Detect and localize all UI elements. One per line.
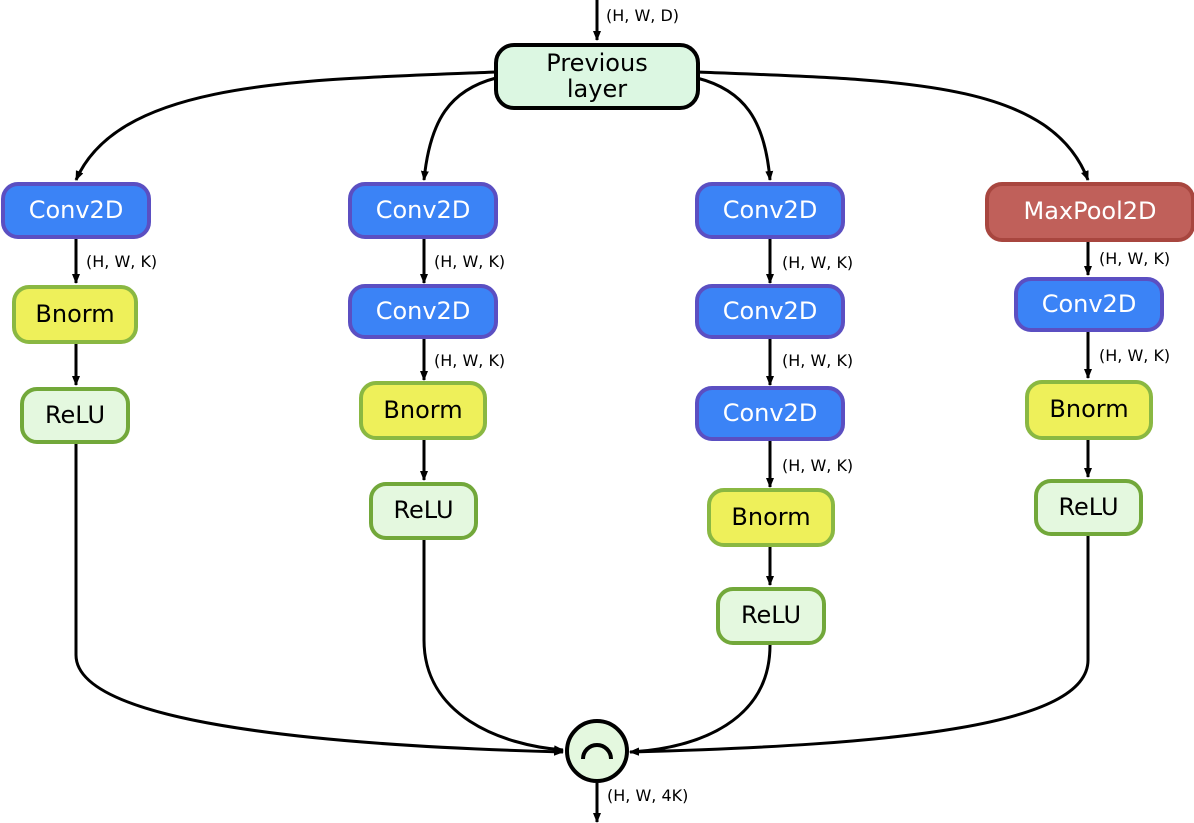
edge-prev-branch2 xyxy=(420,76,497,181)
branch3-shape-label-1: (H, W, K) xyxy=(782,253,854,272)
branch3-relu-node: ReLU xyxy=(716,587,826,645)
branch4-relu-node: ReLU xyxy=(1034,479,1143,536)
edge-prev-branch4 xyxy=(696,70,1090,181)
branch4-maxpool2d-node: MaxPool2D xyxy=(985,182,1194,242)
branch4-bnorm-node: Bnorm xyxy=(1025,380,1153,440)
branch1-shape-label: (H, W, K) xyxy=(86,252,158,271)
branch2-shape-label-2: (H, W, K) xyxy=(434,351,506,370)
branch2-relu-node: ReLU xyxy=(369,482,478,540)
branch3-shape-label-2: (H, W, K) xyxy=(782,351,854,370)
branch3-conv2d-1-node: Conv2D xyxy=(695,182,845,239)
branch3-conv2d-3-node: Conv2D xyxy=(695,386,845,441)
branch1-relu-node: ReLU xyxy=(20,387,130,444)
branch4-shape-label-1: (H, W, K) xyxy=(1099,249,1171,268)
branch2-conv2d-2-node: Conv2D xyxy=(348,284,498,339)
edge-b2-relu-concat xyxy=(422,540,564,754)
input-shape-label: (H, W, D) xyxy=(606,6,679,25)
branch2-bnorm-node: Bnorm xyxy=(359,381,487,440)
previous-layer-node: Previous layer xyxy=(494,43,700,110)
branch4-shape-label-2: (H, W, K) xyxy=(1099,346,1171,365)
edge-b4-relu-concat xyxy=(629,535,1090,756)
branch2-conv2d-1-node: Conv2D xyxy=(348,182,498,239)
output-shape-label: (H, W, 4K) xyxy=(607,786,689,805)
edge-b3-relu-concat xyxy=(629,644,772,756)
branch1-conv2d-node: Conv2D xyxy=(1,182,151,239)
previous-layer-label-line2: layer xyxy=(566,74,628,103)
branch4-conv2d-node: Conv2D xyxy=(1014,277,1164,332)
edge-prev-branch1 xyxy=(74,70,497,181)
branch1-bnorm-node: Bnorm xyxy=(12,285,138,344)
branch3-conv2d-2-node: Conv2D xyxy=(695,284,845,339)
previous-layer-label-line1: Previous xyxy=(546,49,648,78)
edge-b1-relu-concat xyxy=(74,444,564,756)
branch2-shape-label-1: (H, W, K) xyxy=(434,252,506,271)
concat-icon xyxy=(581,743,613,760)
edge-prev-branch3 xyxy=(696,76,774,181)
concat-node xyxy=(565,719,629,783)
branch3-bnorm-node: Bnorm xyxy=(707,488,835,547)
branch3-shape-label-3: (H, W, K) xyxy=(782,456,854,475)
